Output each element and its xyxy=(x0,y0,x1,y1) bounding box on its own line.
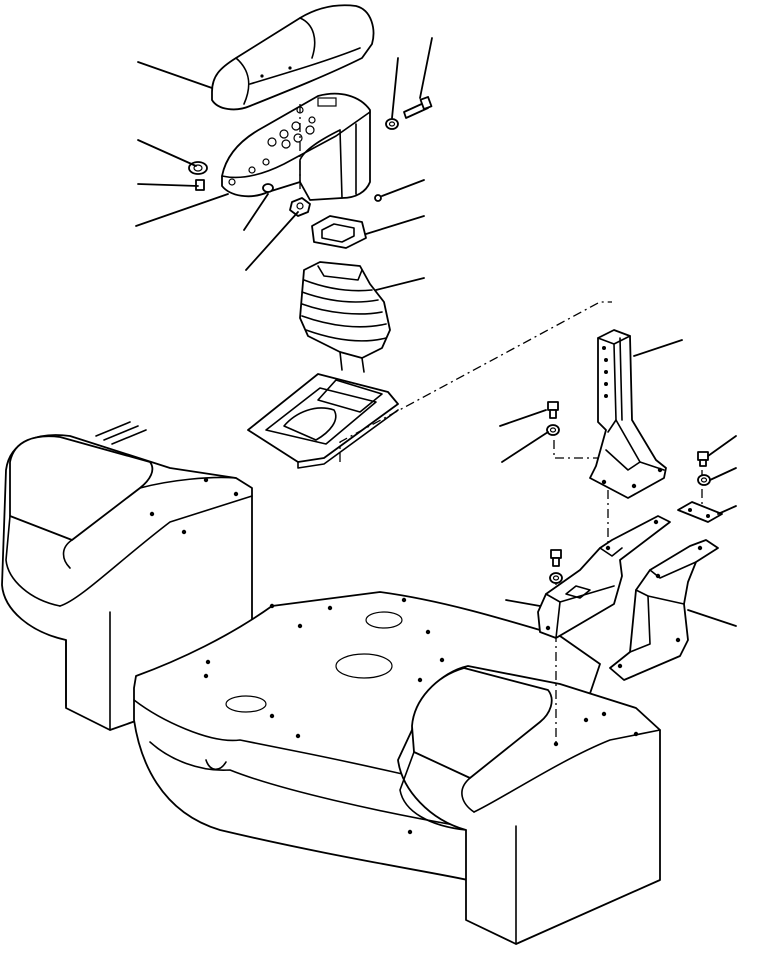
washer xyxy=(385,118,399,130)
right-side-console xyxy=(397,665,661,945)
screw xyxy=(374,194,382,202)
spacer-plate xyxy=(677,501,723,523)
screw xyxy=(262,183,274,193)
callout-leader-bracket-bolt xyxy=(499,409,547,427)
screw xyxy=(195,179,205,191)
support-bracket xyxy=(589,329,667,499)
callout-leader-nut xyxy=(137,139,197,167)
seat-frame xyxy=(1,421,661,945)
control-lever-box xyxy=(221,92,371,201)
callout-leader-right-nut xyxy=(709,467,737,481)
mounting-bracket-left xyxy=(537,515,671,639)
bolt xyxy=(550,549,562,567)
nut xyxy=(697,474,711,486)
callout-leader-screw xyxy=(137,183,199,187)
boot-seal-plate xyxy=(311,215,367,249)
mounting-bracket-right xyxy=(609,539,719,681)
callout-leader-lever-box xyxy=(135,193,229,227)
callout-leader-right-bolt xyxy=(707,435,737,457)
bolt xyxy=(547,401,559,419)
callout-leader-armrest xyxy=(137,61,213,89)
nut xyxy=(289,197,311,217)
callout-leader-spacer xyxy=(717,505,737,515)
washer xyxy=(546,424,560,436)
callout-leaders xyxy=(135,37,737,627)
callout-leader-boot xyxy=(375,277,425,291)
console-base-plate xyxy=(247,373,399,469)
lever-boot xyxy=(299,261,391,373)
callout-leader-support-bracket xyxy=(633,339,683,357)
washer xyxy=(549,572,563,584)
bolt xyxy=(697,451,709,467)
bolt xyxy=(403,96,433,119)
callout-leader-box-screw xyxy=(243,193,269,231)
callout-leader-right-bracket xyxy=(687,609,737,627)
callout-leader-seal-plate xyxy=(365,215,425,235)
callout-leader-side-screw xyxy=(381,179,425,197)
callout-leader-bracket-washer xyxy=(501,431,549,463)
callout-leader-washer xyxy=(391,57,399,119)
callout-leader-box-nut xyxy=(245,211,299,271)
callout-leader-bolt xyxy=(419,37,433,99)
armrest xyxy=(211,4,375,111)
callout-leader-left-bracket xyxy=(505,599,541,607)
